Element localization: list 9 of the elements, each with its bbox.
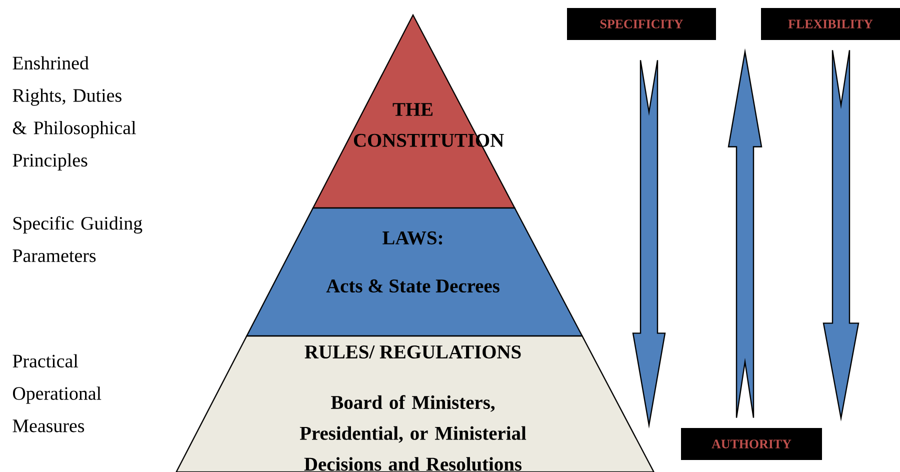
label-box: AUTHORITY xyxy=(681,428,822,460)
label-box: SPECIFICITY xyxy=(567,8,716,40)
side-label: Specific Guiding Parameters xyxy=(12,216,142,262)
block-arrow xyxy=(822,50,860,422)
block-arrow xyxy=(632,60,666,429)
side-label: Practical Operational Measures xyxy=(12,354,102,432)
label-box: FLEXIBILITY xyxy=(761,8,900,40)
side-label: Enshrined Rights, Duties & Philosophical Principles xyxy=(12,56,136,170)
block-arrow xyxy=(728,48,762,418)
